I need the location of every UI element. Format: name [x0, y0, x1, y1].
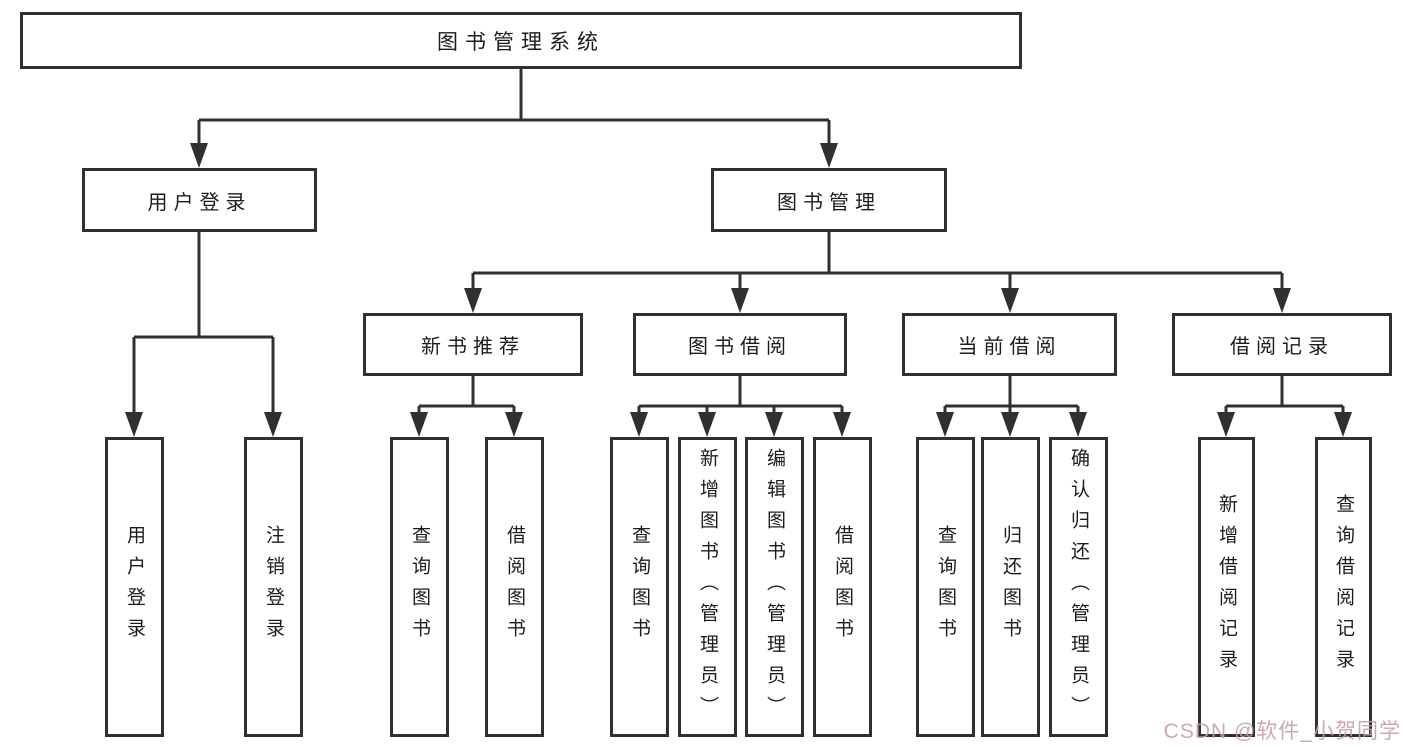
- connector-book-management-children: [471, 232, 1284, 290]
- node-br-query-record: 查询借阅记录: [1315, 437, 1372, 737]
- arrowhead-nbr-query-books: [410, 412, 428, 437]
- node-user-login-action: 用户登录: [105, 437, 164, 737]
- node-label: 归还图书: [1000, 525, 1021, 649]
- node-label: 图书管理: [777, 191, 881, 214]
- node-bb-query-books: 查询图书: [610, 437, 669, 737]
- node-book-management: 图书管理: [711, 168, 947, 232]
- connector-new-book-recommend-children: [417, 376, 516, 414]
- node-label: 图书借阅: [688, 336, 792, 358]
- arrowhead-bb-borrow-books: [833, 412, 851, 437]
- node-cb-confirm-return-admin: 确认归还（管理员）: [1049, 437, 1108, 737]
- arrowhead-current-borrowing: [1001, 288, 1019, 313]
- node-new-book-recommend: 新书推荐: [363, 313, 583, 376]
- connector-root-to-level2: [197, 69, 831, 145]
- watermark: CSDN @软件_小贺同学: [1163, 720, 1401, 743]
- node-cb-return-books: 归还图书: [981, 437, 1040, 737]
- arrowhead-bb-edit-books: [765, 412, 783, 437]
- arrowhead-cb-confirm-return: [1069, 412, 1087, 437]
- node-label: 用户登录: [147, 191, 252, 214]
- arrowhead-book-borrowing: [731, 288, 749, 313]
- node-cb-query-books: 查询图书: [916, 437, 975, 737]
- node-label: 查询借阅记录: [1333, 494, 1354, 680]
- node-bb-add-books-admin: 新增图书（管理员）: [678, 437, 737, 737]
- arrowhead-user-login: [190, 143, 208, 168]
- node-current-borrowing: 当前借阅: [902, 313, 1117, 376]
- arrowhead-br-add-record: [1217, 412, 1235, 437]
- node-bb-borrow-books: 借阅图书: [813, 437, 872, 737]
- node-user-login: 用户登录: [82, 168, 317, 232]
- arrowhead-user-login-action: [125, 412, 143, 437]
- node-nbr-query-books: 查询图书: [390, 437, 449, 737]
- arrowhead-nbr-borrow-books: [505, 412, 523, 437]
- node-label: 查询图书: [629, 525, 650, 649]
- arrowhead-book-management: [820, 143, 838, 168]
- arrowhead-br-query-record: [1334, 412, 1352, 437]
- node-label: 确认归还（管理员）: [1068, 447, 1089, 727]
- node-label: 当前借阅: [957, 336, 1062, 358]
- node-br-add-record: 新增借阅记录: [1198, 437, 1255, 737]
- arrowhead-cb-query-books: [936, 412, 954, 437]
- node-logout: 注销登录: [244, 437, 303, 737]
- arrowhead-bb-add-books: [698, 412, 716, 437]
- node-bb-edit-books-admin: 编辑图书（管理员）: [745, 437, 804, 737]
- node-label: 查询图书: [409, 525, 430, 649]
- node-label: 编辑图书（管理员）: [764, 447, 785, 727]
- arrowhead-new-book-recommend: [464, 288, 482, 313]
- node-borrowing-records: 借阅记录: [1172, 313, 1392, 376]
- node-label: 借阅图书: [832, 525, 853, 649]
- connector-user-login-children: [132, 232, 275, 414]
- node-label: 新增图书（管理员）: [697, 447, 718, 727]
- arrowhead-borrowing-records: [1273, 288, 1291, 313]
- arrowhead-bb-query-books: [630, 412, 648, 437]
- node-library-management-system: 图书管理系统: [20, 12, 1022, 69]
- node-book-borrowing: 图书借阅: [633, 313, 847, 376]
- node-label: 图书管理系统: [437, 30, 605, 54]
- arrowhead-cb-return-books: [1001, 412, 1019, 437]
- arrowhead-logout: [264, 412, 282, 437]
- connector-borrowing-records-children: [1224, 376, 1345, 414]
- node-label: 注销登录: [263, 525, 284, 649]
- node-nbr-borrow-books: 借阅图书: [485, 437, 544, 737]
- node-label: 新书推荐: [421, 336, 525, 358]
- node-label: 新增借阅记录: [1216, 494, 1237, 680]
- node-label: 用户登录: [124, 525, 145, 649]
- node-label: 借阅图书: [504, 525, 525, 649]
- connector-book-borrowing-children: [637, 376, 844, 414]
- connector-current-borrowing-children: [943, 376, 1080, 414]
- node-label: 借阅记录: [1230, 336, 1334, 358]
- node-label: 查询图书: [935, 525, 956, 649]
